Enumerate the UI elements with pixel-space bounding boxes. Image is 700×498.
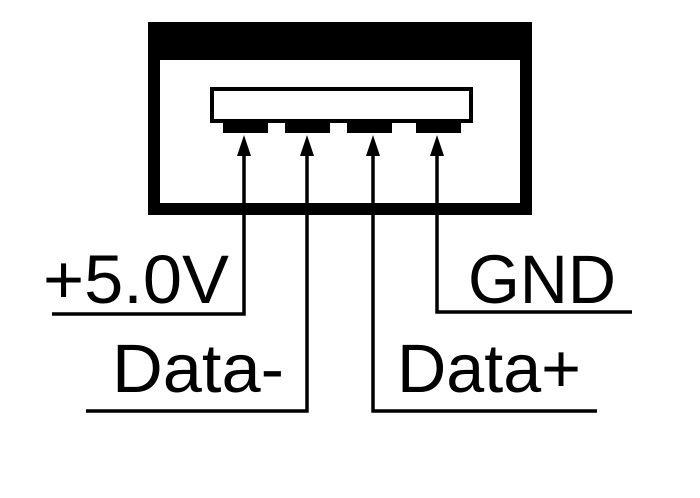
shell-outline bbox=[148, 22, 532, 215]
leader-line-pin-4 bbox=[435, 150, 632, 314]
leader-line-pin-1 bbox=[52, 150, 246, 316]
arrowheads bbox=[237, 135, 444, 156]
arrow-up-icon bbox=[300, 135, 314, 156]
pin-contact-1 bbox=[223, 119, 268, 133]
pin-contact-4 bbox=[416, 119, 461, 133]
pin-contact-2 bbox=[285, 119, 330, 133]
leader-line-pin-2 bbox=[86, 150, 309, 413]
pin-contact-3 bbox=[347, 119, 392, 133]
pin-label-gnd: GND bbox=[468, 241, 616, 318]
pin-label-data-plus: Data+ bbox=[397, 330, 581, 407]
leader-line-pin-3 bbox=[371, 150, 597, 413]
pin-label-vcc: +5.0V bbox=[43, 241, 229, 318]
pin-label-data-minus: Data- bbox=[112, 330, 284, 407]
connector-shell bbox=[148, 22, 532, 215]
arrow-up-icon bbox=[430, 135, 444, 156]
connector-tongue bbox=[210, 87, 473, 123]
pin-contacts bbox=[223, 119, 461, 133]
arrow-up-icon bbox=[366, 135, 380, 156]
arrow-up-icon bbox=[237, 135, 251, 156]
leader-lines bbox=[52, 150, 632, 413]
